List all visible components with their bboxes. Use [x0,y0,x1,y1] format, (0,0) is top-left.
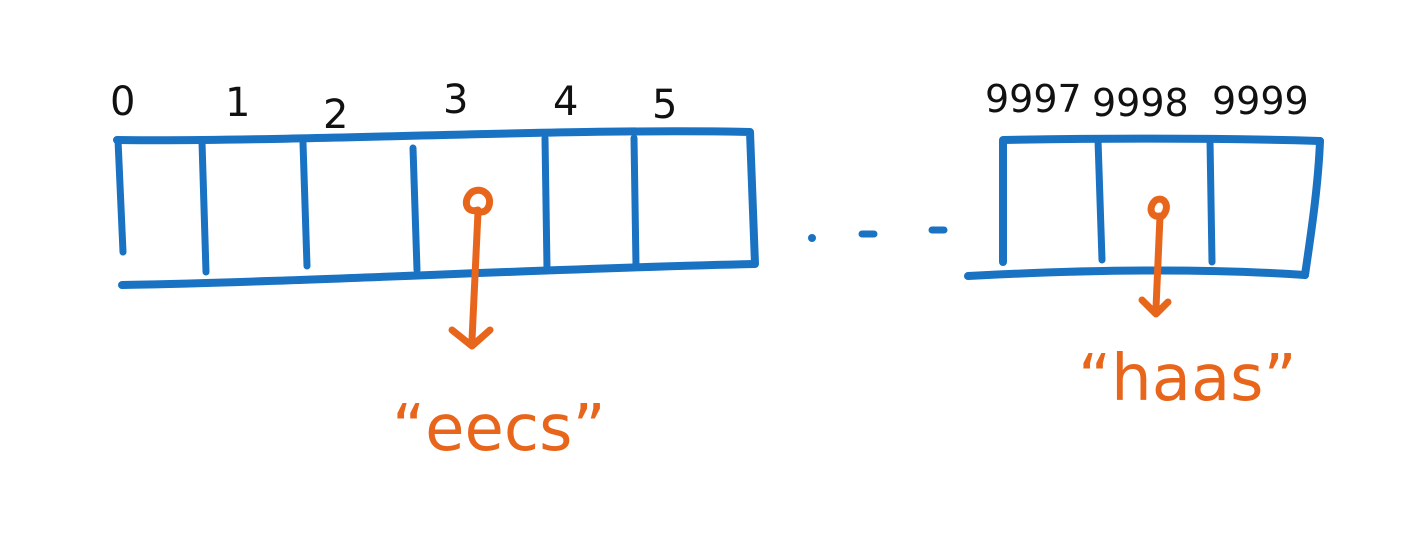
value-label-haas: “haas” [1078,342,1297,416]
pointer-eecs [448,186,494,350]
left-array-divider-4 [541,134,551,272]
left-array-divider-5 [630,134,640,270]
left-array-divider-3 [409,144,421,274]
ellipsis-text: . - - [0,0,2,1]
index-label-9997: 9997 [985,77,1082,121]
left-array-divider-2 [299,139,311,270]
left-array-outline [113,127,759,289]
pointer-haas [1138,195,1172,318]
index-label-5: 5 [652,82,677,128]
left-array-divider-1 [198,138,210,276]
pointer-eecs-arrowhead [448,326,494,350]
right-array [964,134,1324,280]
right-array-right-edge [1301,137,1324,279]
index-label-4: 4 [553,79,578,125]
left-array-cell-start-edge [114,136,127,256]
index-label-0: 0 [110,79,135,125]
right-array-divider-1 [1094,136,1106,264]
pointer-haas-arrowhead [1138,296,1172,318]
index-label-9998: 9998 [1092,81,1189,125]
pointer-haas-shaft [1152,212,1164,312]
ellipsis-dot [808,234,816,242]
left-array [113,127,759,289]
ellipsis: . - - [0,0,948,242]
index-label-1: 1 [225,80,250,126]
right-array-divider-2 [1206,136,1216,266]
pointer-eecs-shaft [468,208,482,344]
index-label-9999: 9999 [1212,79,1309,123]
index-label-3: 3 [443,77,468,123]
right-array-top-edge [999,134,1324,145]
index-label-2: 2 [323,92,348,138]
right-array-bottom-edge [964,266,1309,280]
value-label-eecs: “eecs” [392,392,606,466]
